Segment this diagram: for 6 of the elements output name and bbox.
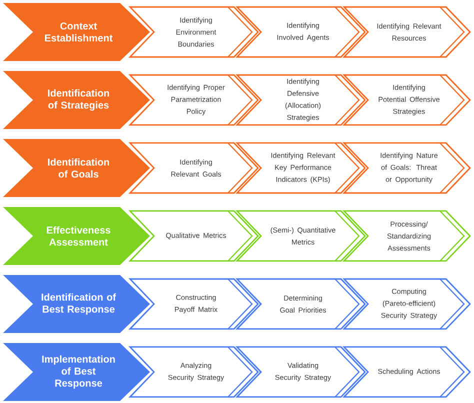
- stage-box: Identification of Goals: [3, 139, 150, 197]
- stage-box: Identification of Strategies: [3, 71, 150, 129]
- stage-box: Context Establishment: [3, 3, 150, 61]
- stage-box: Effectiveness Assessment: [3, 206, 150, 265]
- stage-box: Implementation of Best Response: [3, 342, 150, 401]
- stage-box: Identification of Best Response: [3, 274, 150, 333]
